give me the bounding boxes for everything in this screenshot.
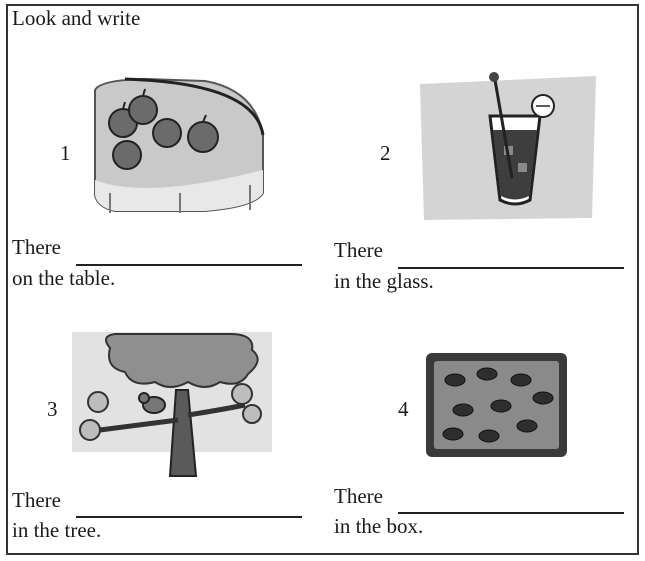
tree-with-bird-icon — [72, 332, 272, 477]
item-1-number: 1 — [60, 141, 71, 165]
item-4-answer-blank[interactable] — [398, 512, 624, 514]
item-4-there-label: There — [334, 484, 383, 508]
item-3-there-label: There — [12, 488, 61, 512]
box-of-sweets-icon — [426, 353, 567, 457]
item-2-answer-blank[interactable] — [398, 267, 624, 269]
item-3-number: 3 — [47, 397, 58, 421]
item-1-there-label: There — [12, 235, 61, 259]
item-3-ending: in the tree. — [12, 518, 102, 542]
item-2-there-label: There — [334, 238, 383, 262]
item-3-answer-blank[interactable] — [76, 516, 302, 518]
item-4-ending: in the box. — [334, 514, 424, 538]
worksheet-title: Look and write — [12, 6, 141, 30]
item-2-ending: in the glass. — [334, 269, 434, 293]
table-with-apples-icon — [94, 77, 265, 213]
glass-of-juice-icon — [420, 72, 596, 220]
item-2-number: 2 — [380, 141, 391, 165]
item-4-number: 4 — [398, 397, 409, 421]
item-1-answer-blank[interactable] — [76, 264, 302, 266]
item-1-ending: on the table. — [12, 266, 116, 290]
worksheet-frame — [6, 4, 639, 555]
